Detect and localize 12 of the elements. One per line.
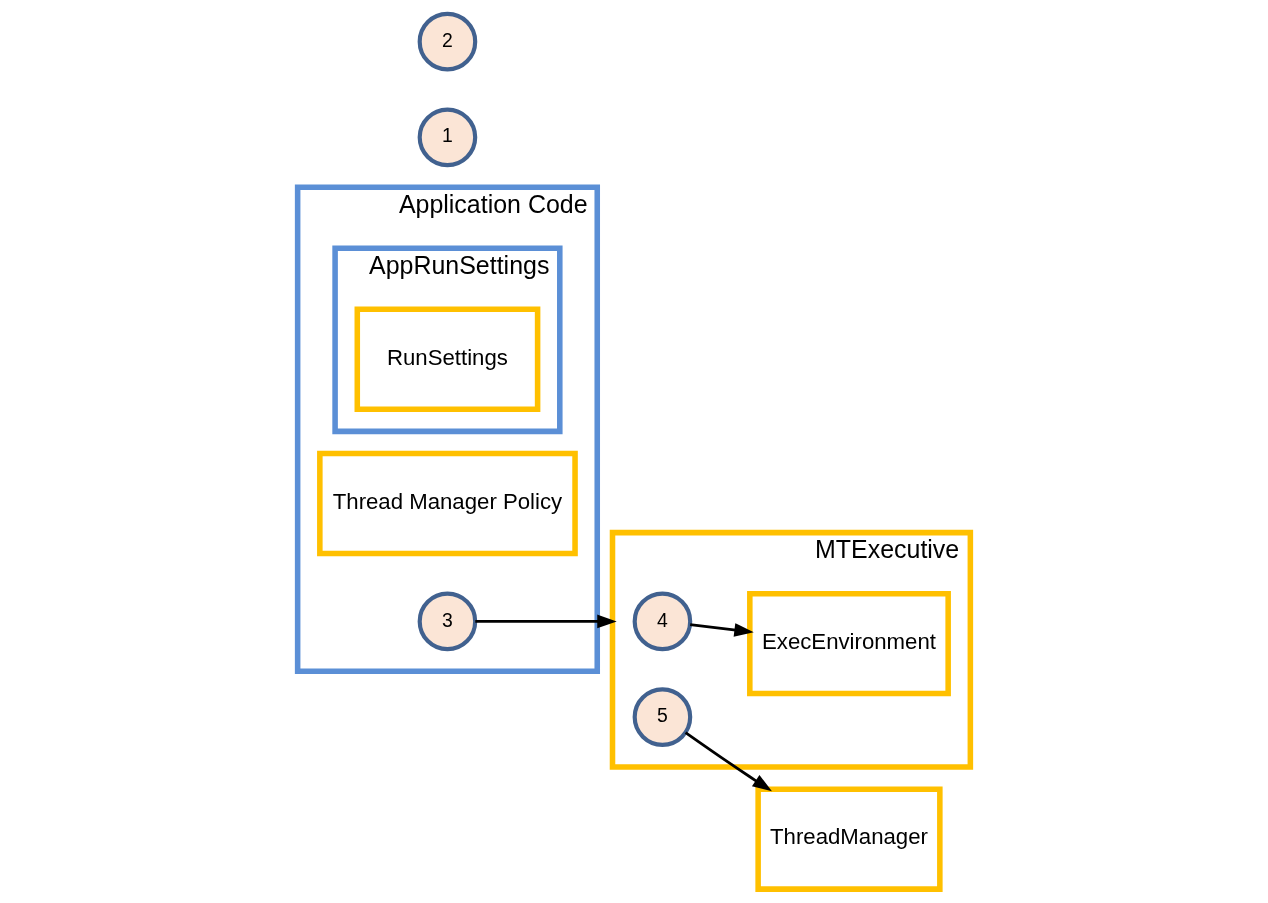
node-circle: 1 xyxy=(417,107,478,168)
node-circle: 3 xyxy=(417,591,478,652)
node-box: Thread Manager Policy xyxy=(317,450,578,557)
node-circle: 5 xyxy=(632,687,693,747)
node-box: ThreadManager xyxy=(755,786,943,892)
arrow xyxy=(690,623,754,637)
node-box: RunSettings xyxy=(354,306,541,412)
node-circle: 2 xyxy=(417,11,478,72)
node-box: ExecEnvironment xyxy=(747,590,951,697)
arrow xyxy=(475,614,617,629)
node-circle: 4 xyxy=(632,591,693,652)
arrow xyxy=(684,731,772,792)
